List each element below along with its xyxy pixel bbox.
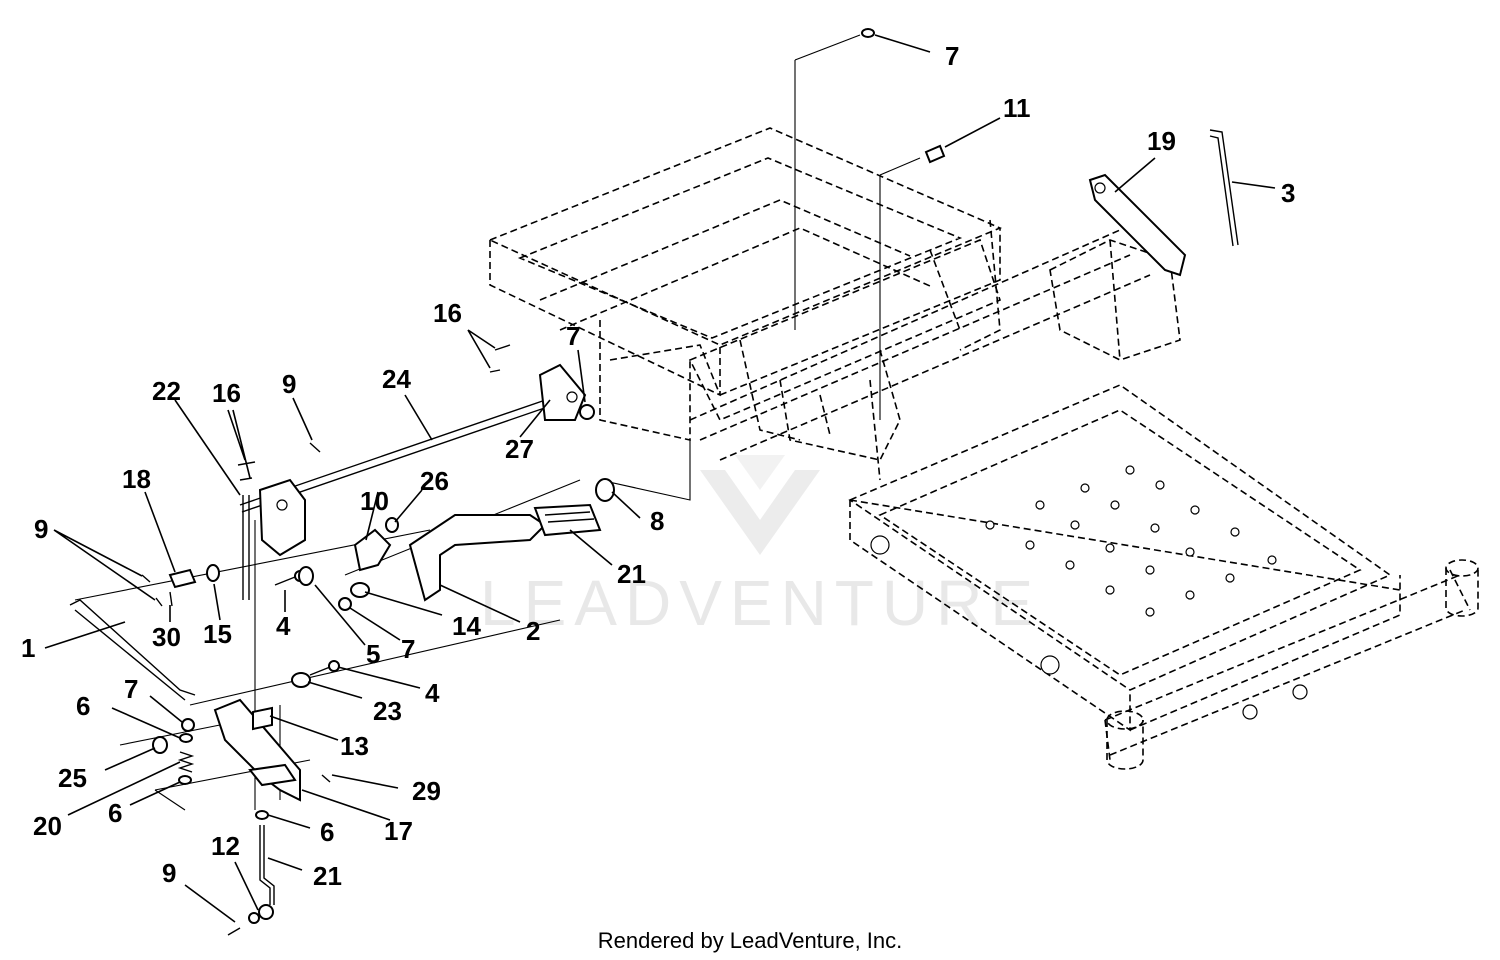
part-14-washer (350, 582, 370, 598)
callout-3: 3 (1281, 178, 1295, 208)
part-30-pin (169, 591, 173, 607)
callout-13: 13 (340, 731, 369, 761)
callout-7: 7 (401, 634, 415, 664)
part-24-washer (291, 672, 311, 688)
callout-30: 30 (152, 622, 181, 652)
part-6-washer-rod (255, 810, 269, 820)
part-2-pedal-arm (408, 514, 547, 602)
callout-17: 19 (1147, 126, 1176, 156)
callout-21: 21 (313, 861, 342, 891)
callout-10: 10 (360, 486, 389, 516)
part-1-rod (69, 599, 196, 696)
callout-7: 7 (945, 41, 959, 71)
mower-frame (487, 127, 1479, 770)
callout-9: 9 (282, 369, 296, 399)
part-16-bolt-upper (489, 344, 511, 373)
part-19-link (168, 568, 197, 589)
part-9-clip-lower (227, 927, 241, 936)
part-9-clip-left (141, 574, 163, 607)
callout-18: 17 (384, 816, 413, 846)
callout-24: 23 (373, 696, 402, 726)
callout-1: 1 (21, 633, 35, 663)
part-28-bracket (538, 363, 587, 421)
callout-11: 11 (1003, 93, 1031, 123)
callout-15: 15 (203, 619, 232, 649)
callout-26: 25 (58, 763, 87, 793)
parts (69, 28, 1239, 936)
callout-19: 18 (122, 464, 151, 494)
callout-9: 9 (162, 858, 176, 888)
part-5-washer (298, 566, 314, 586)
part-7-nut (338, 597, 352, 611)
callout-23: 22 (152, 376, 181, 406)
part-7-nut-top (861, 28, 875, 38)
callout-9: 9 (34, 514, 48, 544)
callout-25: 24 (382, 364, 411, 394)
callout-labels: 7 11 19 3 16 7 24 27 22 16 9 18 9 10 26 … (21, 41, 1295, 891)
callout-6: 6 (76, 691, 90, 721)
callout-27: 26 (420, 466, 449, 496)
part-22-foot-pad (533, 503, 602, 537)
part-15-spacer (206, 564, 220, 582)
part-8-bushing (595, 478, 615, 502)
part-20-spring (177, 751, 195, 773)
callout-7: 7 (566, 321, 580, 351)
callout-4: 4 (276, 611, 291, 641)
part-29-clip (321, 774, 331, 783)
watermark-text: LEADVENTURE (480, 567, 1041, 639)
callout-4: 4 (425, 678, 440, 708)
callout-2: 2 (526, 616, 540, 646)
part-6-washer-bottom (178, 775, 192, 785)
callout-16: 16 (212, 378, 241, 408)
callout-8: 8 (650, 506, 664, 536)
callout-16: 16 (433, 298, 462, 328)
part-10-lever (353, 528, 392, 572)
callout-28: 27 (505, 434, 534, 464)
leader-lines (44, 34, 1276, 923)
callout-6: 6 (320, 817, 334, 847)
callout-29: 29 (412, 776, 441, 806)
watermark-logo (700, 455, 820, 555)
part-3-rod (1209, 129, 1239, 246)
callout-5: 5 (366, 639, 380, 669)
part-9-clip (309, 442, 321, 453)
callout-20: 20 (33, 811, 62, 841)
assembly-guides (74, 34, 921, 811)
part-13-bushing (252, 706, 273, 731)
part-7-nut-lower (181, 718, 195, 732)
part-26-spacer (152, 736, 168, 754)
part-17-plate (1088, 173, 1187, 277)
footer-credit: Rendered by LeadVenture, Inc. (597, 928, 903, 953)
floor-holes (985, 465, 1277, 617)
part-21-rod (259, 825, 271, 905)
part-12-clevis (258, 904, 274, 920)
callout-6: 6 (108, 798, 122, 828)
pivot-bracket (258, 478, 306, 557)
callout-22: 21 (617, 559, 646, 589)
callout-14: 14 (452, 611, 481, 641)
part-7-nut-upper (579, 404, 595, 420)
callout-12: 12 (211, 831, 240, 861)
part-11-pin (924, 144, 946, 164)
callout-7: 7 (124, 674, 138, 704)
part-6-washer-top (179, 733, 193, 743)
